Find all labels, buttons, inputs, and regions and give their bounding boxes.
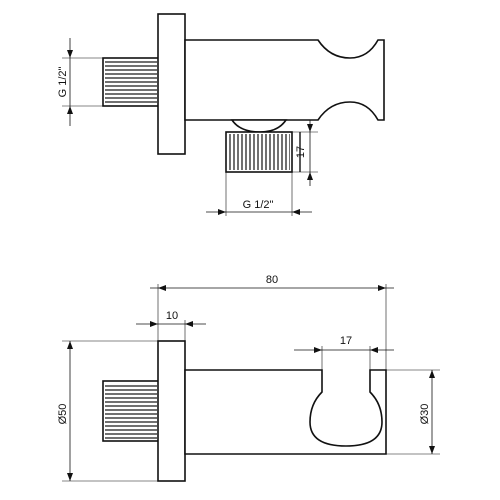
top-holder-body xyxy=(184,39,385,121)
side-holder-body xyxy=(184,369,387,455)
top-wall-flange xyxy=(157,13,186,155)
label-thread-size-vertical: G 1/2" xyxy=(57,67,69,98)
top-inlet-thread-lines xyxy=(105,60,157,104)
side-wall-flange xyxy=(157,340,186,482)
label-height-17: 17 xyxy=(295,146,307,158)
label-diameter-30: Ø30 xyxy=(419,404,431,425)
label-diameter-50: Ø50 xyxy=(57,404,69,425)
label-holder-17: 17 xyxy=(340,335,352,347)
top-view: G 1/2" 17 G 1/2" xyxy=(57,13,385,216)
label-length-80: 80 xyxy=(266,274,278,286)
side-view: 80 10 17 Ø50 Ø30 xyxy=(57,274,440,482)
top-outlet-thread-lines xyxy=(228,134,290,170)
label-thread-size-horizontal: G 1/2" xyxy=(243,199,274,211)
label-flange-10: 10 xyxy=(166,310,178,322)
top-outlet-neck xyxy=(230,119,288,133)
side-inlet-thread-lines xyxy=(105,383,157,439)
